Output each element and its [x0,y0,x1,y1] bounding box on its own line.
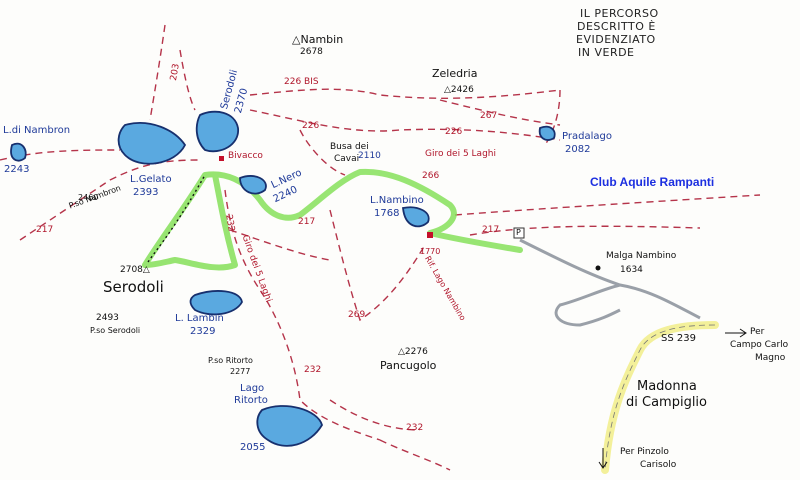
lake-nambron-name: L.di Nambron [3,125,71,136]
trail-giro-label-1: Giro dei 5 Laghi [425,149,496,159]
trail-east-2 [469,225,701,236]
rifugio-marker [427,232,433,238]
arrow-pinzolo-head [598,461,608,469]
peak-pancugolo-name: Pancugolo [380,359,437,372]
trail-west-217 [19,159,201,241]
madonna-label-2: di Campiglio [626,395,707,410]
lake-ritorto-name-2: Ritorto [234,395,268,406]
note-line-4: IN VERDE [578,46,635,59]
trail-number-226-b: 226 [445,127,463,137]
pass-nambron-elev: 2460 [78,193,99,202]
lake-lambin-name: L. Lambin [175,313,224,324]
busa-label-2: Cavai [334,154,360,164]
trail-number-269: 269 [348,310,366,320]
note-line-2: DESCRITTO È [577,20,656,33]
trail-203 [149,24,166,121]
trail-south [379,439,451,471]
pass-serodoli-name: P.so Serodoli [90,326,141,335]
pass-ritorto-name: P.so Ritorto [208,356,253,365]
trail-west-middle [229,229,331,261]
peak-serodoli-elev: 2708△ [120,265,150,275]
peak-nambin-elev: 2678 [300,47,323,57]
trail-pradalago [544,89,561,146]
lake-gelato [117,122,187,165]
lake-gelato-name: L.Gelato [130,174,172,185]
per-pinzolo-1: Per Pinzolo [620,447,669,457]
lakes [10,110,556,447]
rifugio-elev: 1770 [420,247,441,256]
bivacco-marker [219,156,224,161]
bivacco-label: Bivacco [228,151,263,161]
lake-nambino-elev: 1768 [374,208,400,219]
peak-zeledria-name: Zeledria [432,67,478,80]
highlighted-route [142,168,523,271]
peak-pancugolo-elev: △2276 [398,347,428,357]
per-campo-2: Campo Carlo [730,340,789,350]
trail-number-217-c: 217 [482,225,500,235]
lake-pradalago [538,125,556,141]
trail-number-226-a: 226 [302,121,320,131]
parking-marker [513,227,525,239]
trail-number-217-a: 217 [36,225,54,235]
peak-nambin-name: △Nambin [292,33,344,46]
trail-busa [299,129,346,176]
lake-pradalago-elev: 2082 [565,144,591,155]
malga-marker [595,265,601,271]
trail-network [0,24,761,471]
trail-267 [439,99,561,126]
madonna-label-1: Madonna [637,379,697,394]
lake-nambino [402,206,430,228]
per-campo-3: Magno [755,353,786,363]
trail-north-west [179,49,196,111]
lake-pradalago-name: Pradalago [562,131,612,142]
trail-number-232-b: 232 [304,365,322,375]
trail-232 [224,189,381,441]
trail-226bis [249,88,561,99]
peak-zeledria-elev: △2426 [444,85,474,95]
trail-269 [329,209,426,322]
parking-label: P [516,228,521,237]
malga-name: Malga Nambino [606,251,677,261]
club-title: Club Aquile Rampanti [590,175,715,189]
lake-gelato-elev: 2393 [133,187,159,198]
lake-nero [239,175,267,195]
pass-serodoli-elev: 2493 [96,313,119,323]
trail-number-217-b: 217 [298,217,316,227]
pass-ritorto-elev: 2277 [230,367,251,376]
trail-number-232-c: 232 [406,423,424,433]
lake-lambin-elev: 2329 [190,326,216,337]
busa-label-1: Busa dei [330,142,369,152]
note-line-1: IL PERCORSO [580,7,659,20]
note-line-3: EVIDENZIATO [576,33,656,46]
lake-nambron-elev: 2243 [4,164,30,175]
peak-serodoli-name: Serodoli [103,278,164,296]
trail-number-266: 266 [422,171,440,181]
lake-nambron [10,142,27,162]
lake-lambin [189,290,243,316]
per-campo-1: Per [750,327,765,337]
lake-ritorto-name-1: Lago [240,383,265,394]
trail-number-226bis: 226 BIS [284,77,319,87]
trail-east [454,194,761,216]
ss239-label: SS 239 [661,333,696,344]
trail-number-232-a: 232 [223,213,236,233]
lake-nambino-name: L.Nambino [370,195,424,206]
lake-serodoli [195,110,239,153]
trail-226 [249,109,561,141]
per-pinzolo-2: Carisolo [640,460,677,470]
trail-number-267: 267 [480,111,498,121]
main-road-edge [604,324,716,471]
trail-ritorto [329,399,421,431]
arrow-campo-carlo-head [739,328,747,338]
busa-elev: 2110 [358,151,381,161]
malga-elev: 1634 [620,265,643,275]
lake-ritorto-elev: 2055 [240,442,266,453]
roads [519,238,701,327]
dotted-path [147,174,206,263]
lake-ritorto [256,405,323,447]
